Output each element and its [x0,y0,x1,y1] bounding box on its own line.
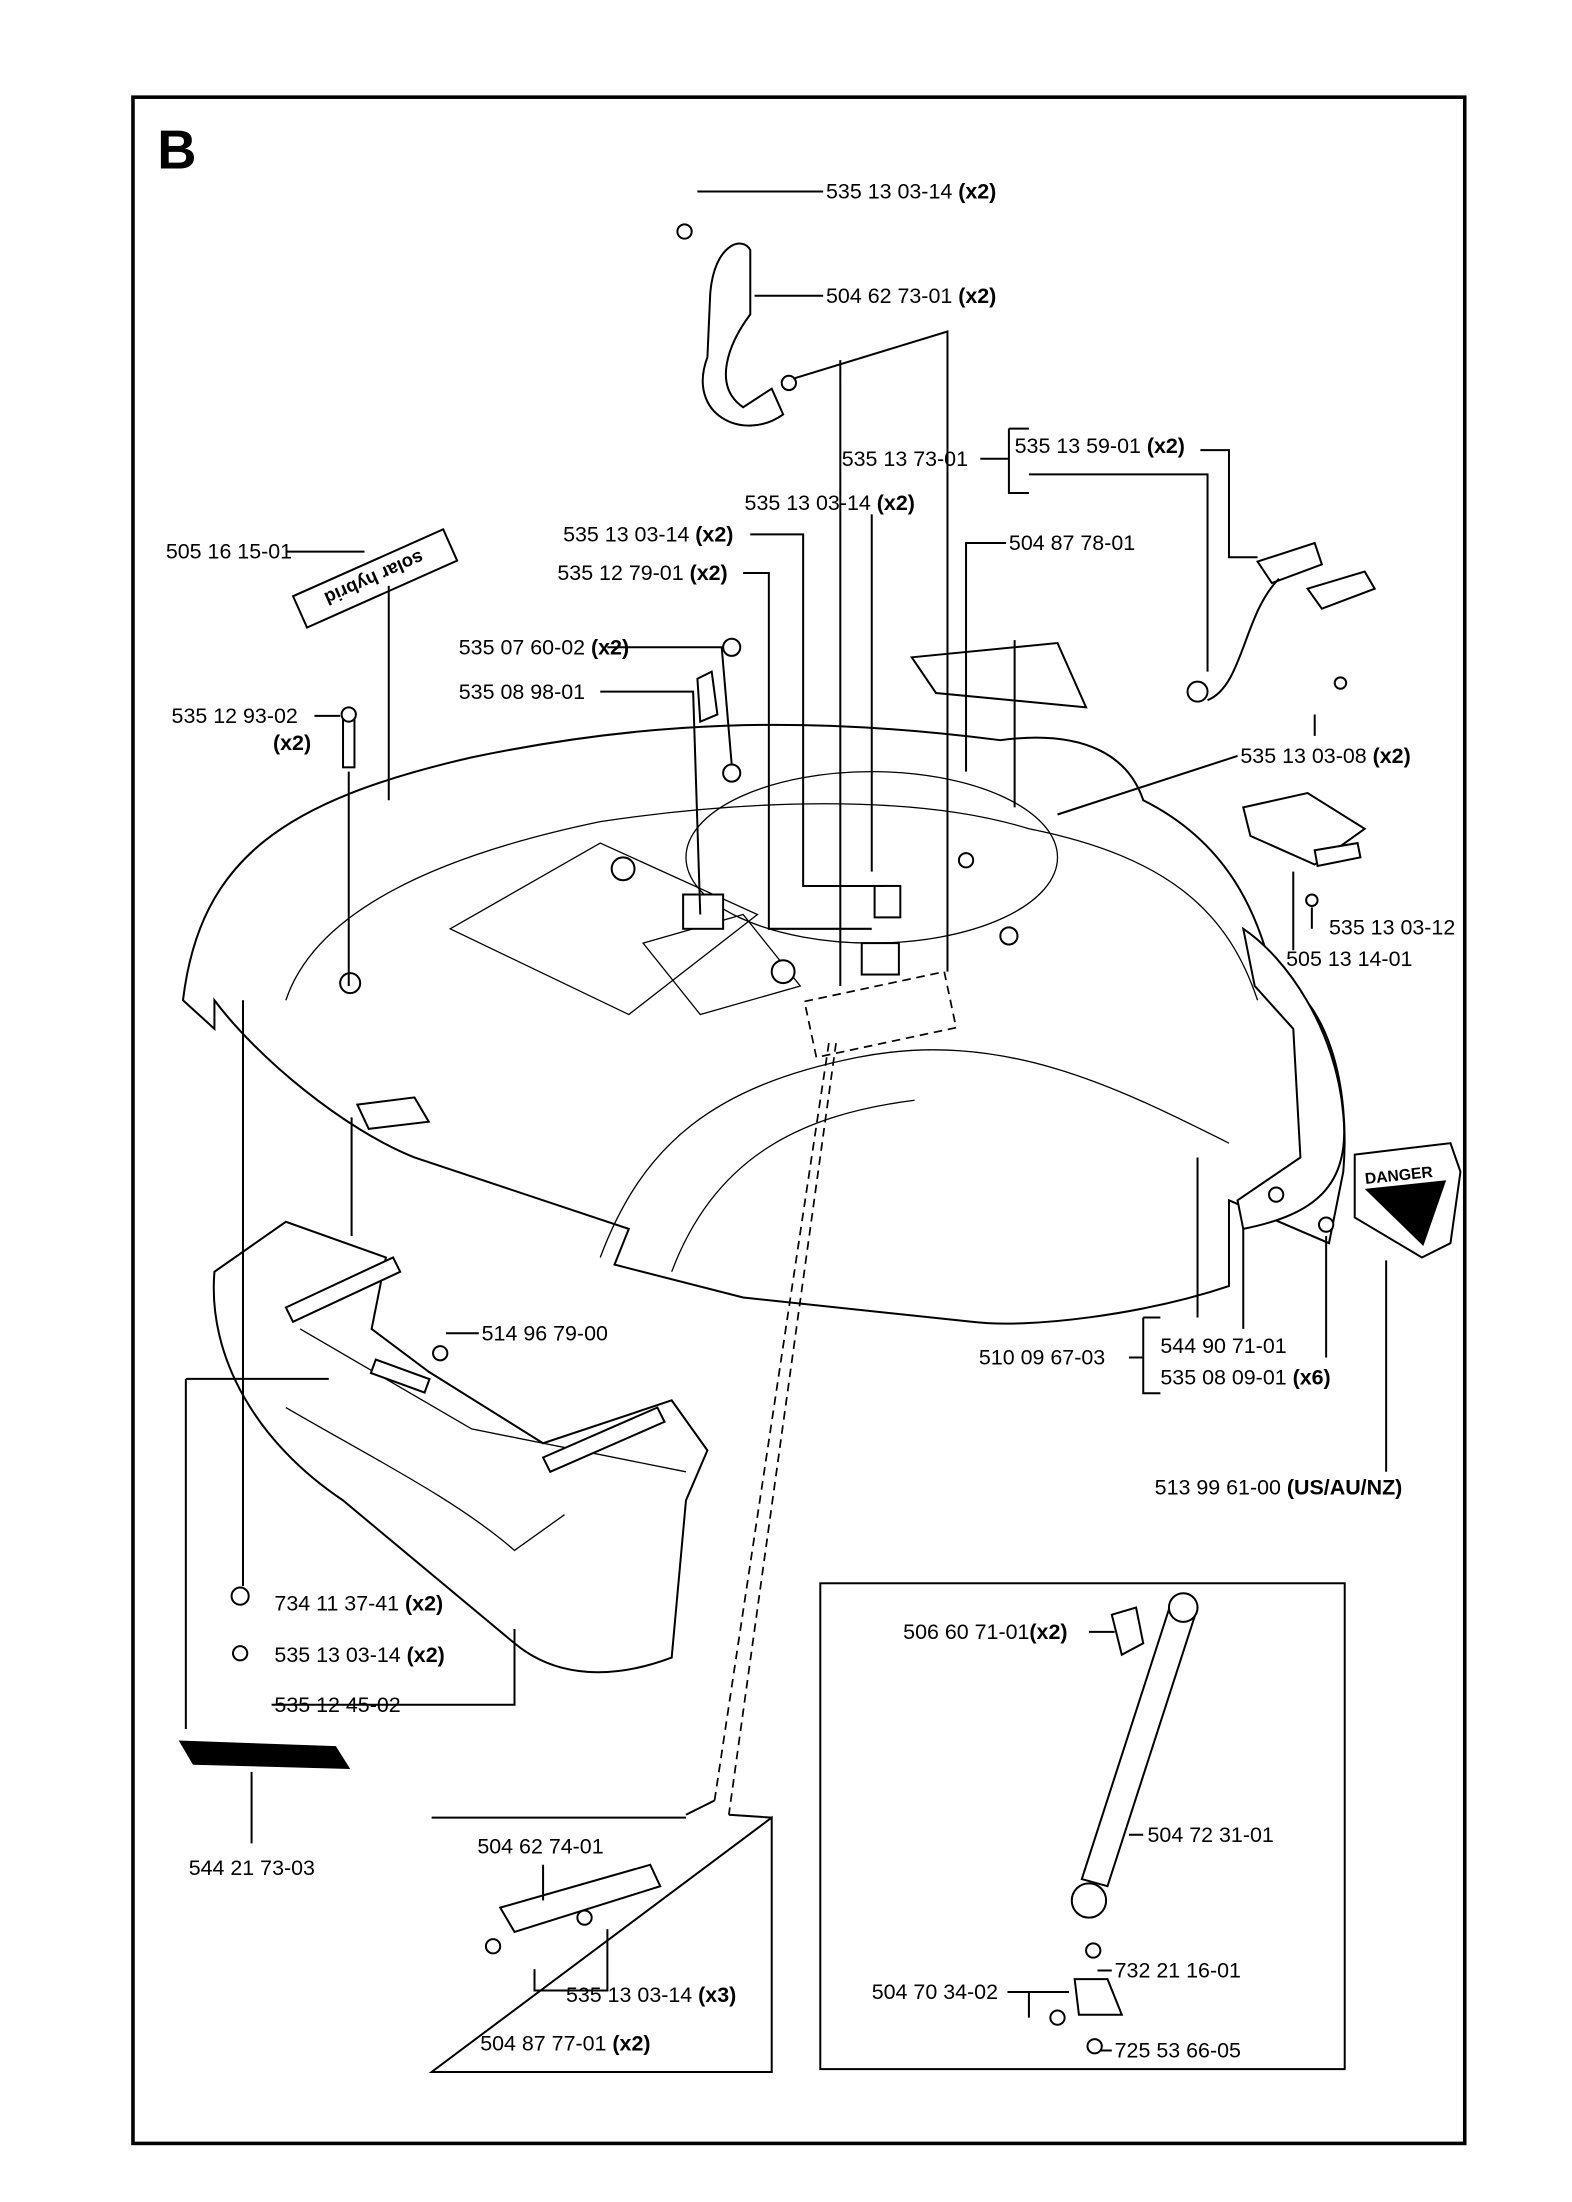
part-label: 535 13 03-08 (x2) [1240,744,1410,768]
part-label: 535 08 09-01 (x6) [1160,1366,1330,1390]
body-cover [181,723,1346,1325]
part-label: 504 62 73-01 (x2) [826,284,996,308]
part-label: 535 13 59-01 (x2) [1015,434,1185,458]
part-label: 535 13 03-12 [1329,916,1455,940]
part-label: 544 90 71-01 [1160,1334,1286,1358]
part-label: 505 13 14-01 [1286,947,1412,971]
part-label: 535 13 73-01 [842,447,968,471]
inset-part-label: 504 87 77-01 (x2) [480,2032,650,2056]
part-label: 535 13 03-14 (x2) [274,1643,444,1667]
part-labels: 535 13 03-14 (x2) 504 62 73-01 (x2) 535 … [166,180,1455,2063]
part-qty: (x2) [273,731,311,755]
danger-decal: DANGER [1353,1142,1462,1259]
part-label: 510 09 67-03 [979,1346,1105,1370]
rear-side-panel [1236,926,1346,1231]
part-label: 504 87 78-01 [1009,531,1135,555]
part-label: 535 13 03-14 (x2) [745,491,915,515]
inset-part-label: 504 70 34-02 [872,1980,998,2004]
part-label: 513 99 61-00 (US/AU/NZ) [1155,1476,1403,1500]
section-letter: B [157,120,196,181]
part-label: 505 16 15-01 [166,540,292,564]
part-label: 535 13 03-14 (x2) [563,523,733,547]
front-bumper [212,1220,709,1674]
inset-part-label: 504 62 74-01 [477,1834,603,1858]
inset-part-label: 506 60 71-01(x2) [903,1620,1067,1644]
part-label: 535 08 98-01 [459,680,585,704]
part-label: 535 13 03-14 (x2) [826,180,996,204]
part-label: 514 96 79-00 [482,1321,608,1345]
inset-gas-strut [819,1582,1346,2071]
small-parts [178,223,1377,1770]
part-label: 535 12 93-02 [172,704,298,728]
inset-part-label: 732 21 16-01 [1115,1959,1241,1983]
inset-part-label: 504 72 31-01 [1148,1823,1274,1847]
part-label: 535 12 79-01 (x2) [557,561,727,585]
part-label: 535 12 45-02 [274,1693,400,1717]
inset-part-label: 725 53 66-05 [1115,2039,1241,2063]
part-label: 544 21 73-03 [189,1856,315,1880]
inset-part-label: 535 13 03-14 (x3) [566,1983,736,2007]
inset-hinge [428,1815,773,2073]
part-label: 734 11 37-41 (x2) [274,1591,443,1615]
leader-lines [184,190,1388,1844]
part-label: 535 07 60-02 (x2) [459,635,629,659]
